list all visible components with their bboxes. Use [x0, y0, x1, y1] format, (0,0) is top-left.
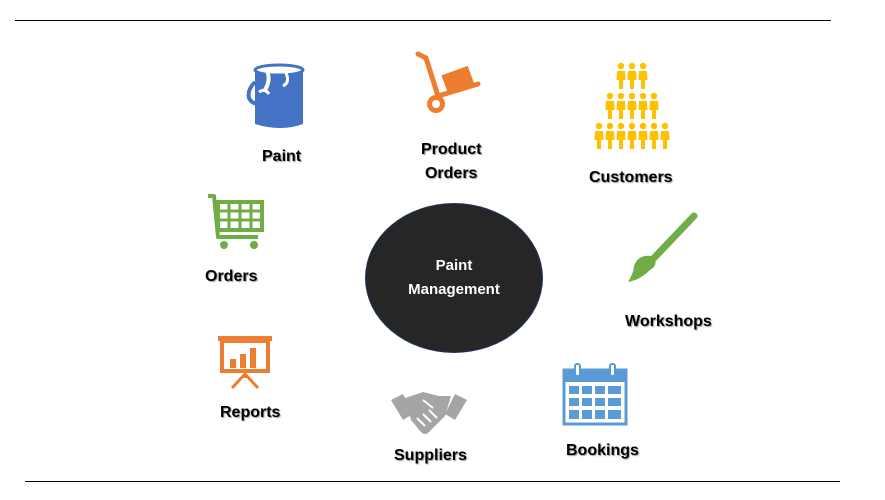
label-product-orders-line1: Product	[421, 141, 482, 158]
label-customers: Customers	[589, 169, 673, 186]
handshake-icon	[391, 392, 467, 434]
person-figure	[649, 122, 659, 149]
label-product-orders-line2: Orders	[424, 165, 478, 182]
center-node: Paint Management	[365, 203, 543, 353]
center-line2: Management	[408, 281, 500, 298]
person-figure	[638, 92, 648, 119]
person-figure	[627, 92, 637, 119]
center-line1: Paint	[435, 257, 473, 274]
person-figure	[627, 122, 637, 149]
label-product-orders: Product Orders	[421, 138, 481, 186]
person-figure	[616, 122, 626, 149]
label-orders: Orders	[205, 268, 258, 285]
person-figure	[649, 92, 659, 119]
person-figure	[660, 122, 670, 149]
bottom-divider	[25, 481, 840, 482]
presentation-chart-icon	[218, 336, 272, 390]
people-pyramid-icon	[594, 62, 670, 149]
paintbrush-icon	[628, 212, 698, 282]
label-workshops: Workshops	[625, 313, 712, 330]
label-bookings: Bookings	[566, 442, 639, 459]
person-figure	[594, 122, 604, 149]
shopping-cart-icon	[208, 194, 264, 249]
person-figure	[616, 92, 626, 119]
paint-bucket-icon	[246, 63, 305, 128]
person-figure	[638, 62, 648, 89]
label-reports: Reports	[220, 404, 281, 421]
person-figure	[605, 92, 615, 119]
person-figure	[605, 122, 615, 149]
person-figure	[616, 62, 626, 89]
person-figure	[638, 122, 648, 149]
top-divider	[15, 20, 831, 21]
label-paint: Paint	[262, 148, 302, 165]
calendar-icon	[562, 363, 628, 426]
label-suppliers: Suppliers	[394, 447, 467, 464]
hand-truck-icon	[415, 51, 481, 113]
person-figure	[627, 62, 637, 89]
